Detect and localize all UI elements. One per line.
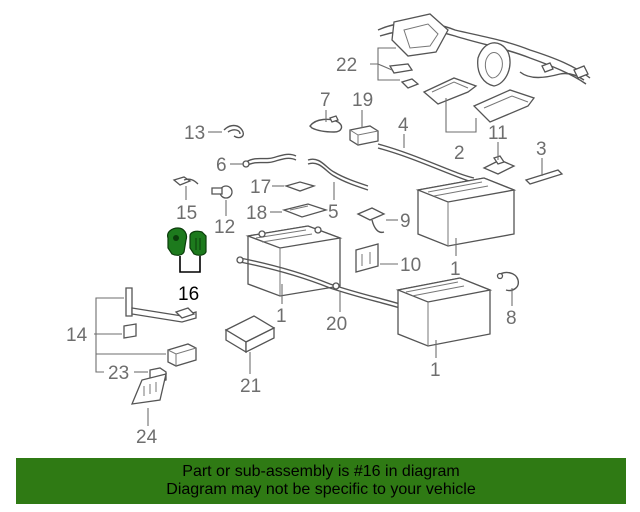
- notice-banner: Part or sub-assembly is #16 in diagram D…: [16, 458, 626, 504]
- callout-15: 15: [176, 203, 197, 224]
- part-12-sensor: [211, 185, 233, 199]
- part-20-cable: [236, 256, 401, 309]
- part-8-clip: [496, 271, 520, 292]
- part-22-beam: [377, 13, 591, 87]
- part-24-label: [130, 373, 167, 405]
- callout-17: 17: [250, 177, 271, 198]
- callout-1-upper-right: 1: [450, 259, 461, 280]
- callout-24: 24: [136, 427, 158, 448]
- part-7-harness: [309, 115, 343, 133]
- callout-16[interactable]: 16: [178, 284, 199, 305]
- part-2-trays: [422, 77, 536, 123]
- callout-1-lower-right: 1: [430, 360, 441, 381]
- callout-2: 2: [454, 143, 465, 164]
- callout-1-left: 1: [276, 306, 287, 327]
- callout-23: 23: [108, 363, 129, 384]
- part-10-bracket: [355, 243, 379, 273]
- part-18-plate: [281, 203, 329, 218]
- callout-labels: 22 7 19 4 13 6 2 11 3 17 5 15 12 18 9 10…: [66, 55, 547, 448]
- callout-4: 4: [398, 115, 409, 136]
- callout-19: 19: [352, 90, 373, 111]
- callout-6: 6: [216, 155, 227, 176]
- part-6-hose: [242, 153, 297, 168]
- callout-20: 20: [326, 314, 347, 335]
- part-14-bracket: [123, 287, 197, 367]
- part-22-clips: [388, 63, 420, 89]
- part-5-wire: [307, 158, 369, 191]
- banner-line-2: Diagram may not be specific to your vehi…: [166, 481, 476, 498]
- battery-1-lower-right: [395, 277, 493, 347]
- part-13-hook: [223, 124, 244, 139]
- callout-21: 21: [240, 376, 261, 397]
- callout-3: 3: [536, 139, 547, 160]
- part-3-strap: [524, 169, 564, 185]
- battery-1-left: [245, 225, 343, 297]
- callout-18: 18: [246, 203, 267, 224]
- parts-diagram: 22 7 19 4 13 6 2 11 3 17 5 15 12 18 9 10…: [66, 13, 591, 448]
- leader-lines: [94, 47, 543, 426]
- callout-13: 13: [184, 123, 205, 144]
- callout-10: 10: [400, 255, 421, 276]
- callout-14: 14: [66, 325, 88, 346]
- battery-1-upper-right: [415, 177, 517, 247]
- callout-22: 22: [336, 55, 357, 76]
- part-16-highlighted[interactable]: [167, 227, 207, 256]
- part-17-connector: [283, 181, 317, 192]
- part-9-clamp: [356, 207, 386, 234]
- part-19-module: [349, 125, 379, 146]
- part-4-cable: [377, 143, 475, 183]
- callout-9: 9: [400, 211, 411, 232]
- callout-12: 12: [214, 217, 235, 238]
- callout-11: 11: [488, 123, 508, 144]
- part-15-terminal: [172, 176, 199, 186]
- banner-line-1: Part or sub-assembly is #16 in diagram: [182, 463, 460, 480]
- part-21-pad: [224, 315, 276, 354]
- callout-8: 8: [506, 308, 517, 329]
- callout-7: 7: [320, 90, 331, 111]
- part-11-bracket: [482, 155, 516, 175]
- callout-5: 5: [328, 202, 339, 223]
